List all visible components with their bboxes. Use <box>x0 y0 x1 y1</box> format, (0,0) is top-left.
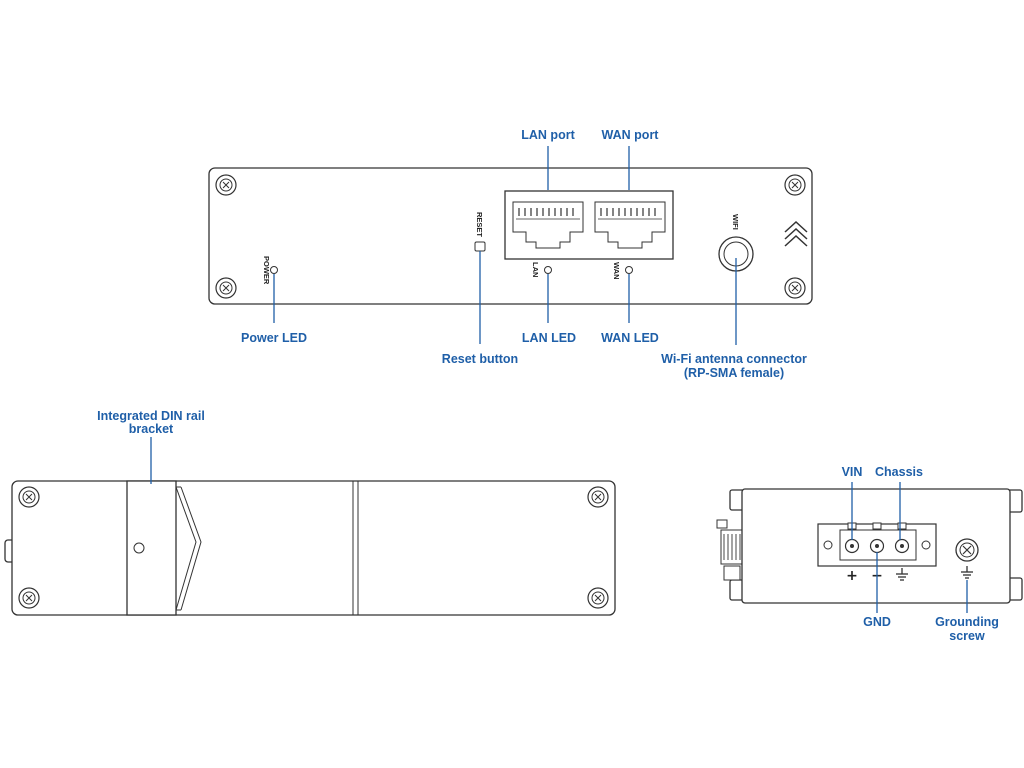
power-led <box>270 266 278 274</box>
wifi-connector-callout-line1: Wi-Fi antenna connector <box>661 352 807 366</box>
top-screw-bottom-left <box>18 587 40 609</box>
side-antenna-connector <box>716 519 744 581</box>
grounding-screw-icon <box>955 538 979 562</box>
front-screw-bottom-right <box>784 277 806 299</box>
reset-button-callout: Reset button <box>442 352 518 366</box>
wan-led-callout: WAN LED <box>601 331 659 345</box>
front-screw-bottom-left <box>215 277 237 299</box>
din-rail-bracket <box>126 480 202 616</box>
grounding-screw-callout-line2: screw <box>949 629 985 643</box>
side-view: + − VIN Chassis GND Grounding screw <box>716 465 1023 643</box>
top-view: Integrated DIN rail bracket <box>4 409 616 616</box>
wan-silkscreen-label: WAN <box>612 262 621 280</box>
lan-silkscreen-label: LAN <box>531 262 540 277</box>
din-rail-callout-line2: bracket <box>129 422 174 436</box>
ethernet-port-block <box>504 190 674 260</box>
brand-logo-icon <box>784 220 808 247</box>
vin-callout: VIN <box>842 465 863 479</box>
wan-led <box>625 266 633 274</box>
power-led-callout: Power LED <box>241 331 307 345</box>
din-rail-callout-line1: Integrated DIN rail <box>97 409 205 423</box>
power-silkscreen-label: POWER <box>262 256 271 285</box>
top-screw-bottom-right <box>587 587 609 609</box>
top-screw-top-left <box>18 486 40 508</box>
wan-port-callout: WAN port <box>602 128 660 142</box>
front-screw-top-left <box>215 174 237 196</box>
wifi-silkscreen-label: WIFI <box>731 214 740 230</box>
wifi-connector-callout-line2: (RP-SMA female) <box>684 366 784 380</box>
front-view: POWER RESET LAN WAN WIFI <box>208 128 813 380</box>
lan-port[interactable] <box>512 201 584 249</box>
front-screw-top-right <box>784 174 806 196</box>
lan-port-callout: LAN port <box>521 128 575 142</box>
reset-button[interactable] <box>474 241 486 252</box>
gnd-callout: GND <box>863 615 891 629</box>
vin-plus-symbol: + <box>846 568 858 584</box>
chassis-callout: Chassis <box>875 465 923 479</box>
wan-port[interactable] <box>594 201 666 249</box>
grounding-screw-callout-line1: Grounding <box>935 615 999 629</box>
lan-led-callout: LAN LED <box>522 331 576 345</box>
reset-silkscreen-label: RESET <box>475 212 484 237</box>
grounding-symbol-icon <box>961 566 973 579</box>
chassis-ground-symbol-icon <box>896 568 908 581</box>
lan-led <box>544 266 552 274</box>
top-screw-top-right <box>587 486 609 508</box>
top-panel-outline <box>11 480 616 616</box>
